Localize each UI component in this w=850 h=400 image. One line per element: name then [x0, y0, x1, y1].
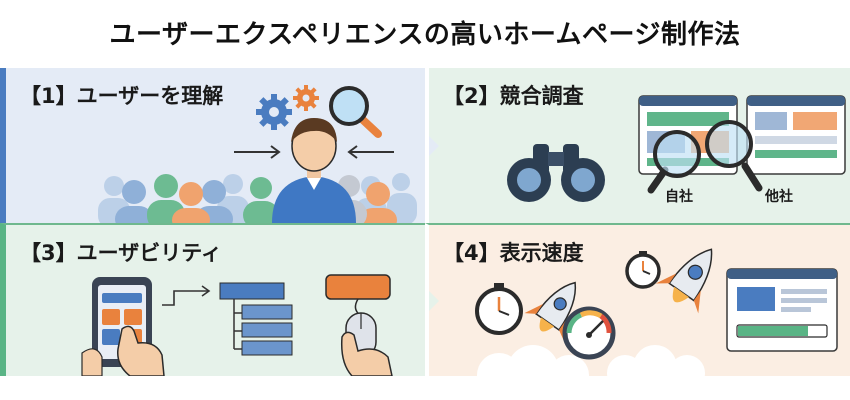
browser-window-icon: [726, 268, 838, 352]
stopwatch-icon: [475, 251, 661, 335]
rocket-icon: [524, 281, 577, 341]
panel-1-heading: 【1】ユーザーを理解: [20, 84, 224, 108]
page-title: ユーザーエクスペリエンスの高いホームページ制作法: [109, 20, 741, 50]
crowd-icon: [98, 173, 417, 223]
panel-competitor-research: 【2】競合調査: [425, 68, 850, 223]
panel-3-heading: 【3】ユーザビリティ: [20, 241, 222, 265]
competitor-label: 他社: [765, 189, 793, 205]
hand-icon: [340, 331, 393, 376]
binoculars-icon: [507, 144, 605, 202]
panel-4-illustration: [429, 248, 838, 376]
panel-3-illustration: [81, 274, 393, 376]
own-company-label: 自社: [665, 189, 693, 205]
panel-1-illustration: [98, 85, 417, 223]
panel-2-illustration: [429, 95, 846, 202]
panel-understand-users: 【1】ユーザーを理解: [0, 68, 425, 223]
person-icon: [272, 118, 356, 223]
speedometer-icon: [562, 306, 616, 360]
panel-4-heading: 【4】表示速度: [443, 241, 584, 265]
button-icon: [325, 274, 391, 300]
hand-icon: [81, 325, 165, 376]
arrow-icon: [234, 145, 394, 159]
panel-usability: 【3】ユーザビリティ: [0, 223, 425, 376]
gear-icon: [256, 85, 319, 130]
panel-display-speed: 【4】表示速度: [425, 223, 850, 376]
flowchart-icon: [162, 282, 293, 356]
panel-2-heading: 【2】競合調査: [443, 84, 584, 108]
progress-bar-icon: [736, 324, 828, 338]
magnifier-icon: [329, 86, 382, 138]
magnifier-icon: [647, 120, 763, 194]
rocket-icon: [655, 248, 713, 314]
